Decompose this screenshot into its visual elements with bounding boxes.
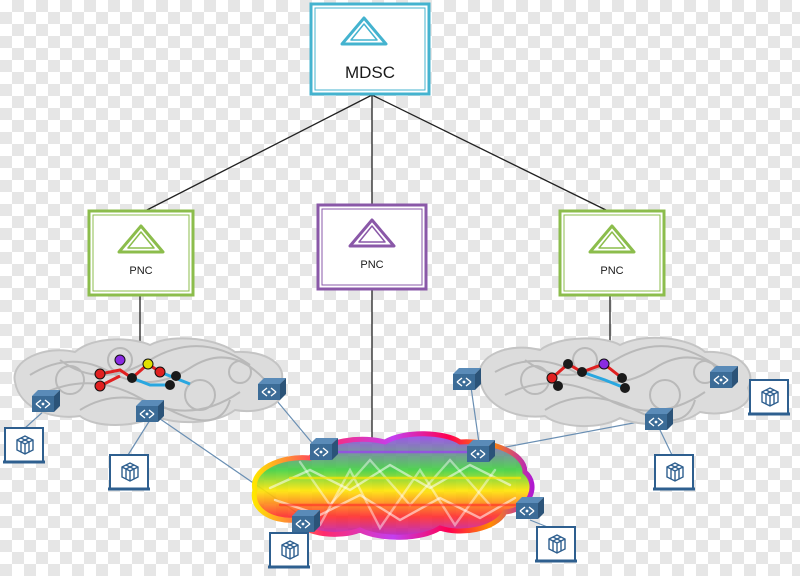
right-network-domain xyxy=(478,336,752,427)
router-icon[interactable] xyxy=(709,365,739,389)
laptop-icon[interactable] xyxy=(106,453,152,491)
router-icon[interactable] xyxy=(257,377,287,401)
access-link xyxy=(489,417,661,451)
access-link xyxy=(659,429,673,456)
left-path xyxy=(94,354,191,392)
access-link xyxy=(127,419,151,456)
pnc-center-label: PNC xyxy=(360,259,383,271)
pnc-right-controller[interactable]: PNC xyxy=(558,209,666,297)
router-icon[interactable] xyxy=(135,399,165,423)
router-icon[interactable] xyxy=(31,389,61,413)
access-link xyxy=(24,409,46,429)
laptop-icon[interactable] xyxy=(651,453,697,491)
access-link xyxy=(469,379,481,451)
pnc-left-controller[interactable]: PNC xyxy=(87,209,195,297)
controller-links xyxy=(139,94,611,440)
pnc-right-label: PNC xyxy=(600,265,623,277)
link-mdsc-pnc-right xyxy=(371,94,611,213)
pnc-center-controller[interactable]: PNC xyxy=(316,203,428,291)
link-mdsc-pnc-left xyxy=(142,94,373,213)
router-icon[interactable] xyxy=(309,437,339,461)
router-icon[interactable] xyxy=(291,509,321,533)
access-link xyxy=(271,394,319,451)
router-icon[interactable] xyxy=(644,407,674,431)
laptop-icon[interactable] xyxy=(746,378,792,416)
router-icon[interactable] xyxy=(452,367,482,391)
mdsc-controller[interactable]: MDSC xyxy=(309,2,431,96)
mdsc-label: MDSC xyxy=(345,63,395,82)
laptop-icon[interactable] xyxy=(266,531,312,569)
pnc-left-label: PNC xyxy=(129,265,152,277)
laptop-icon[interactable] xyxy=(533,525,579,563)
laptop-icon[interactable] xyxy=(1,426,47,464)
router-icon[interactable] xyxy=(515,496,545,520)
router-icon[interactable] xyxy=(466,439,496,463)
right-path xyxy=(546,358,630,393)
